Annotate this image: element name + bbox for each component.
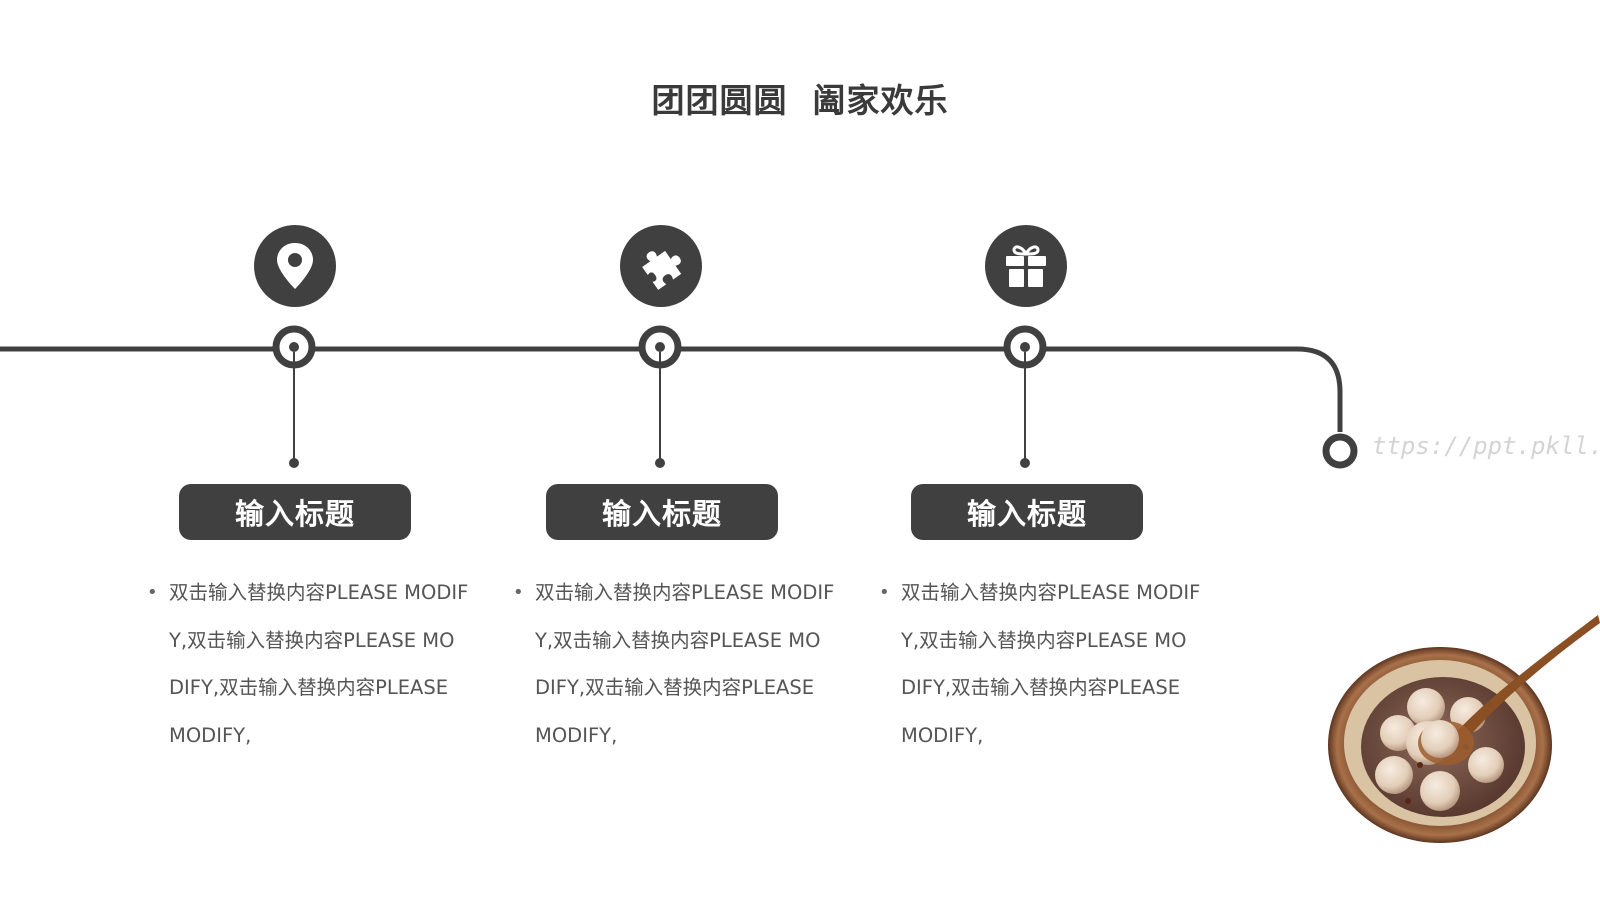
step-1-text: 双击输入替换内容PLEASE MODIFY,双击输入替换内容PLEASE MOD… [169,581,469,747]
step-2-title[interactable]: 输入标题 [546,484,778,540]
bullet: • [147,582,158,603]
step-2-text: 双击输入替换内容PLEASE MODIFY,双击输入替换内容PLEASE MOD… [535,581,835,747]
timeline-node-2 [638,325,682,468]
slide-title: 团团圆圆 阖家欢乐 [651,81,949,120]
step-3-icon-circle [985,225,1067,307]
bullet: • [879,582,890,603]
step-3-body[interactable]: • 双击输入替换内容PLEASE MODIFY,双击输入替换内容PLEASE M… [879,569,1201,759]
step-3-text: 双击输入替换内容PLEASE MODIFY,双击输入替换内容PLEASE MOD… [901,581,1201,747]
watermark: ttps://ppt.pkll.de [1372,432,1600,460]
map-pin-icon [277,243,313,289]
timeline-end-node [1322,433,1358,469]
timeline-node-1 [272,325,316,468]
bullet: • [513,582,524,603]
step-2-icon-circle [620,225,702,307]
step-1-title[interactable]: 输入标题 [179,484,411,540]
timeline-line [0,346,1343,432]
step-3-title[interactable]: 输入标题 [911,484,1143,540]
bowl-of-tangyuan-photo [1328,615,1600,843]
step-1-body[interactable]: • 双击输入替换内容PLEASE MODIFY,双击输入替换内容PLEASE M… [147,569,469,759]
step-1-icon-circle [254,225,336,307]
step-2-body[interactable]: • 双击输入替换内容PLEASE MODIFY,双击输入替换内容PLEASE M… [513,569,835,759]
timeline-node-3 [1003,325,1047,468]
gift-icon [1006,245,1046,287]
puzzle-icon [642,250,682,290]
